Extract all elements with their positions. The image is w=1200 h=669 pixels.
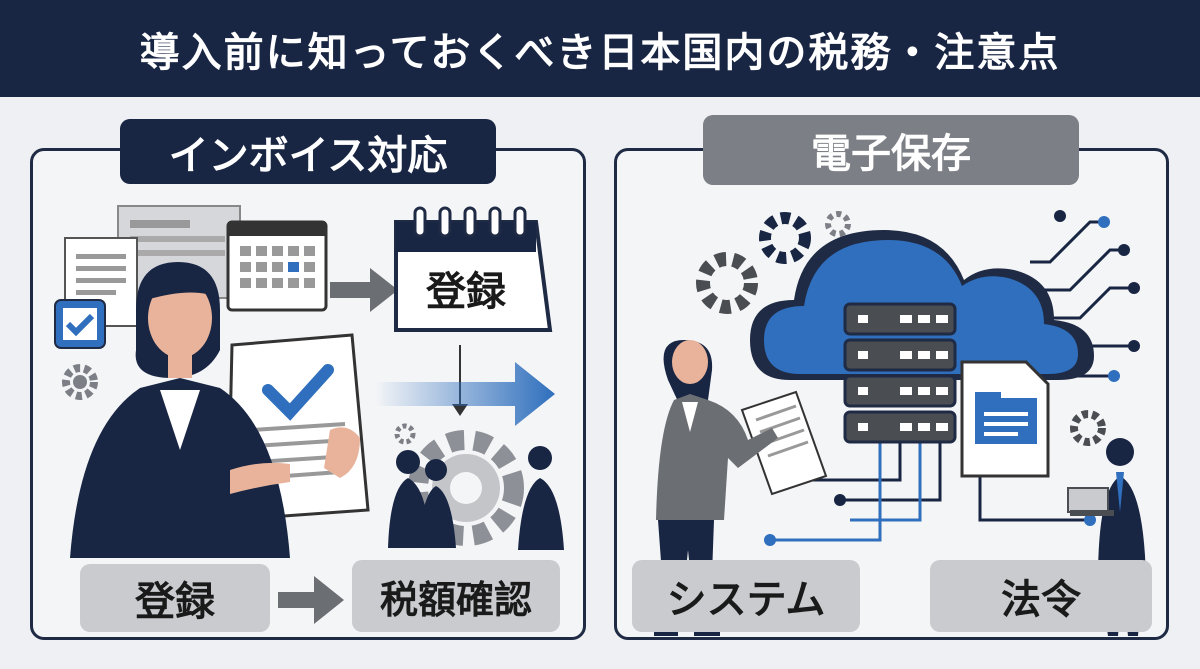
- calendar-label: 登録: [425, 269, 507, 315]
- checkbox-icon: [54, 299, 106, 349]
- paper-document-icon: [740, 390, 828, 496]
- blue-arrow-icon: [375, 362, 555, 426]
- gear-icon: [394, 423, 416, 445]
- businesswoman-illustration: [70, 262, 360, 558]
- tax-check-label: 税額確認: [352, 560, 560, 632]
- gear-icon: [825, 211, 851, 237]
- gear-icon: [1070, 410, 1106, 446]
- circuit-lines-blue: [770, 440, 922, 542]
- calendar-grid-icon: [226, 220, 328, 312]
- system-label: システム: [632, 560, 860, 632]
- invoice-title: インボイス対応: [120, 119, 496, 184]
- file-document-icon: [960, 360, 1050, 478]
- calendar-icon: [394, 206, 553, 332]
- gear-icon: [62, 364, 98, 400]
- person-silhouette-icon: [518, 446, 564, 550]
- registration-label: 登録: [80, 564, 270, 632]
- large-gear-icon: [408, 430, 524, 546]
- person-silhouette-icon: [388, 450, 456, 548]
- law-label: 法令: [930, 560, 1152, 632]
- gear-icon: [696, 252, 758, 314]
- page-title: 導入前に知っておくべき日本国内の税務・注意点: [139, 29, 1061, 76]
- header-bar: 導入前に知っておくべき日本国内の税務・注意点: [0, 0, 1200, 97]
- server-icon: [843, 302, 957, 444]
- e-storage-title: 電子保存: [703, 115, 1079, 185]
- gear-icon: [759, 212, 811, 264]
- arrow-right-icon: [330, 268, 398, 312]
